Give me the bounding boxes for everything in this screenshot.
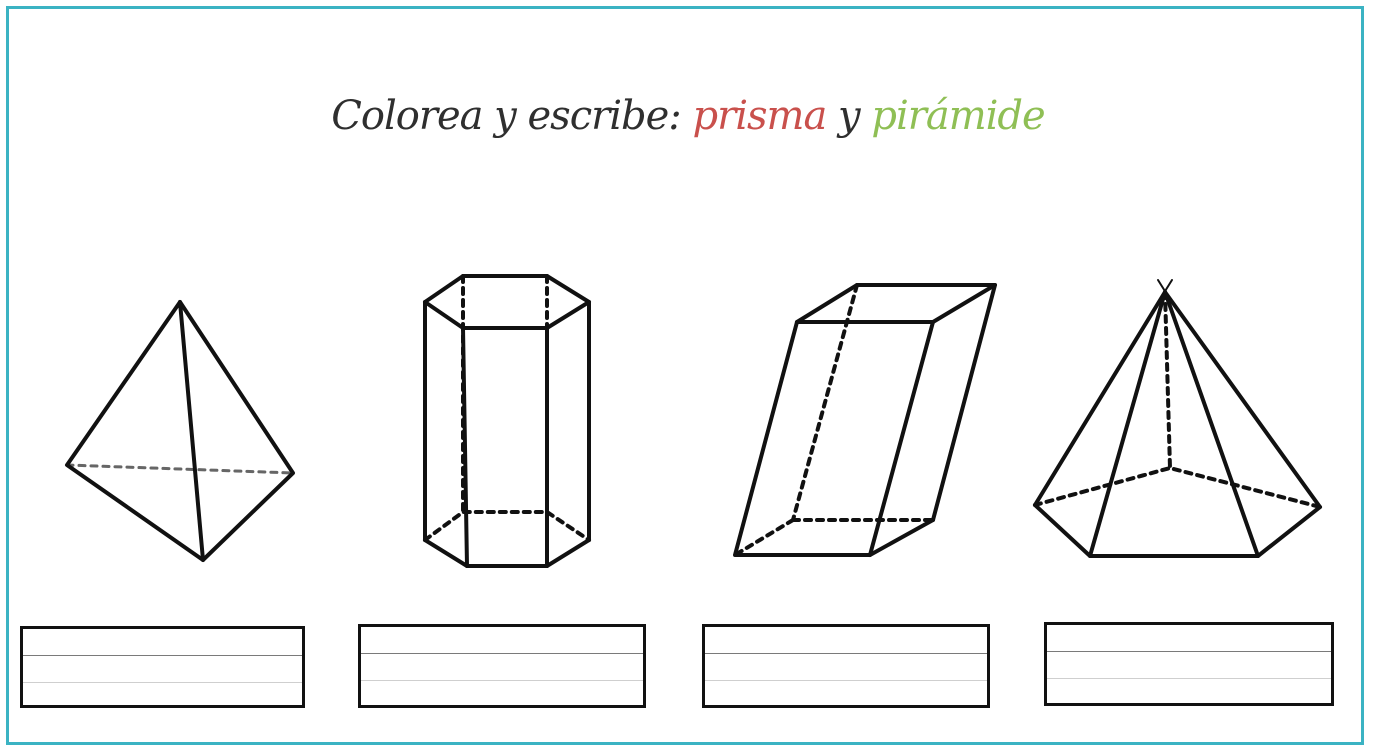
writing-guide-line	[705, 680, 987, 681]
writing-guide-line	[23, 682, 302, 683]
oblique-prism-figure	[733, 283, 997, 557]
answer-box-2[interactable]	[358, 624, 646, 708]
writing-guide-line	[1047, 678, 1331, 679]
writing-guide-line	[361, 653, 643, 654]
triangular-pyramid-figure	[65, 300, 295, 562]
answer-box-1[interactable]	[20, 626, 305, 708]
hexagonal-prism-figure	[423, 274, 591, 568]
title-word-piramide: pirámide	[871, 93, 1045, 139]
pentagonal-pyramid-figure	[1033, 279, 1322, 558]
title-word-prisma: prisma	[692, 93, 827, 139]
worksheet-title: Colorea y escribe: prisma y pirámide	[0, 93, 1376, 139]
worksheet-frame	[6, 6, 1364, 745]
title-prefix: Colorea y escribe:	[331, 93, 693, 139]
answer-box-3[interactable]	[702, 624, 990, 708]
writing-guide-line	[705, 653, 987, 654]
writing-guide-line	[23, 655, 302, 656]
writing-guide-line	[1047, 651, 1331, 652]
writing-guide-line	[361, 680, 643, 681]
title-connector: y	[826, 93, 872, 139]
answer-box-4[interactable]	[1044, 622, 1334, 706]
